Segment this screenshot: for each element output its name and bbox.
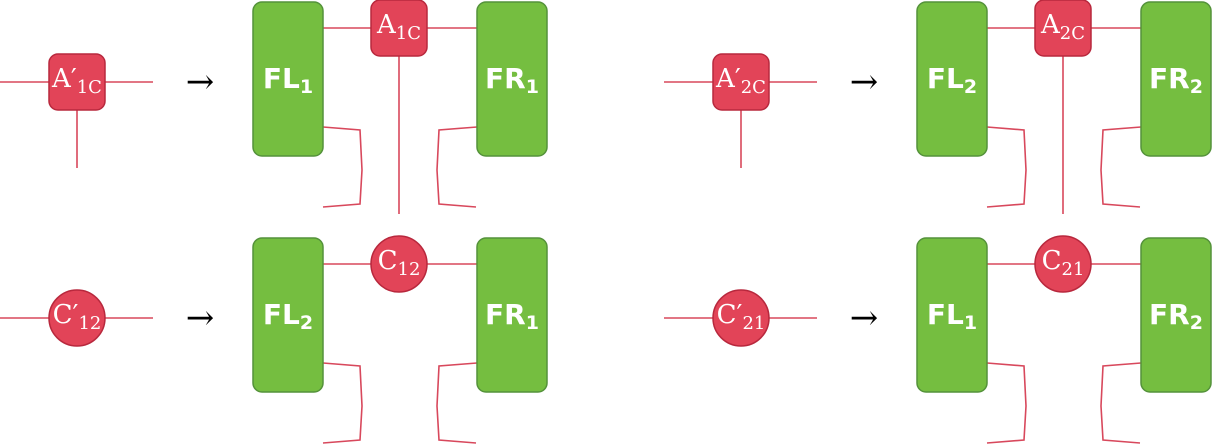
panel-0: A′1C → FL1 FR1 A1C	[0, 0, 548, 214]
right-open-leg	[436, 126, 478, 208]
panel-2: C′12 → FL2 FR1 C12	[0, 235, 548, 444]
input-node-label: C′12	[53, 300, 102, 334]
input-node-square	[48, 53, 106, 111]
center-node-label: C21	[1042, 246, 1085, 280]
right-environment-label: FR2	[1149, 62, 1203, 99]
center-node-square	[1034, 0, 1092, 57]
left-open-leg	[322, 126, 363, 208]
left-environment-block	[252, 1, 324, 157]
left-environment-block	[252, 237, 324, 393]
center-node-circle	[1034, 235, 1092, 293]
maps-to-arrow: →	[850, 62, 879, 102]
right-environment-label: FR1	[485, 298, 539, 335]
maps-to-arrow: →	[850, 298, 879, 338]
right-open-leg	[436, 362, 478, 444]
right-open-leg	[1100, 362, 1142, 444]
right-environment-label: FR1	[485, 62, 539, 99]
input-node-circle	[48, 289, 106, 347]
left-environment-label: FL2	[927, 62, 977, 99]
panel-3: C′21 → FL1 FR2 C21	[664, 235, 1212, 444]
right-environment-block	[476, 237, 548, 393]
right-environment-block	[1140, 1, 1212, 157]
center-node-label: C12	[378, 246, 421, 280]
left-open-leg	[986, 362, 1027, 444]
right-environment-block	[476, 1, 548, 157]
center-node-label: A2C	[1040, 10, 1085, 44]
input-node-circle	[712, 289, 770, 347]
left-environment-label: FL1	[263, 62, 313, 99]
panel-1: A′2C → FL2 FR2 A2C	[664, 0, 1212, 214]
input-node-label: C′21	[717, 300, 766, 334]
center-node-square	[370, 0, 428, 57]
left-environment-label: FL2	[263, 298, 313, 335]
left-open-leg	[986, 126, 1027, 208]
left-environment-block	[916, 1, 988, 157]
input-node-label: A′2C	[715, 64, 766, 98]
left-open-leg	[322, 362, 363, 444]
input-node-label: A′1C	[51, 64, 102, 98]
center-node-label: A1C	[376, 10, 421, 44]
left-environment-block	[916, 237, 988, 393]
right-open-leg	[1100, 126, 1142, 208]
left-environment-label: FL1	[927, 298, 977, 335]
maps-to-arrow: →	[186, 62, 215, 102]
maps-to-arrow: →	[186, 298, 215, 338]
right-environment-label: FR2	[1149, 298, 1203, 335]
center-node-circle	[370, 235, 428, 293]
input-node-square	[712, 53, 770, 111]
right-environment-block	[1140, 237, 1212, 393]
